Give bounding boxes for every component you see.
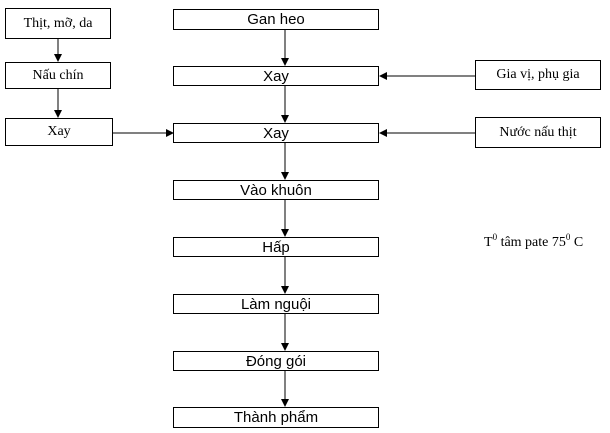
box-label: Vào khuôn	[240, 181, 312, 199]
box-label: Gia vị, phụ gia	[496, 67, 580, 82]
box-grind-1: Xay	[173, 66, 379, 86]
box-label: Thịt, mỡ, da	[23, 15, 93, 31]
box-meat-fat-skin: Thịt, mỡ, da	[5, 8, 111, 39]
box-label: Nấu chín	[32, 67, 84, 83]
note-middle: tâm pate 75	[497, 235, 566, 250]
box-left-grind: Xay	[5, 118, 113, 146]
note-superscript-1: 0	[492, 232, 498, 242]
box-label: Xay	[263, 67, 289, 85]
box-label: Nước nấu thịt	[499, 124, 577, 140]
note-suffix: C	[570, 235, 584, 250]
steaming-temperature-note: T0 tâm pate 750 C	[484, 232, 583, 251]
box-spices-additives: Gia vị, phụ gia	[475, 60, 601, 90]
box-meat-broth: Nước nấu thịt	[475, 117, 601, 148]
box-packaging: Đóng gói	[173, 351, 379, 371]
box-label: Gan heo	[247, 11, 305, 28]
box-label: Xay	[263, 124, 289, 142]
box-label: Đóng gói	[245, 352, 307, 370]
note-superscript-2: 0	[565, 232, 571, 242]
box-label: Xay	[47, 124, 71, 139]
box-cooling: Làm nguội	[173, 294, 379, 314]
box-liver: Gan heo	[173, 9, 379, 30]
box-finished-product: Thành phẩm	[173, 407, 379, 428]
box-steaming: Hấp	[173, 237, 379, 257]
box-grind-2: Xay	[173, 123, 379, 143]
box-molding: Vào khuôn	[173, 180, 379, 200]
box-cook: Nấu chín	[5, 62, 111, 89]
box-label: Làm nguội	[240, 295, 312, 313]
box-label: Hấp	[262, 238, 290, 256]
note-prefix: T	[484, 235, 493, 250]
box-label: Thành phẩm	[233, 409, 319, 426]
